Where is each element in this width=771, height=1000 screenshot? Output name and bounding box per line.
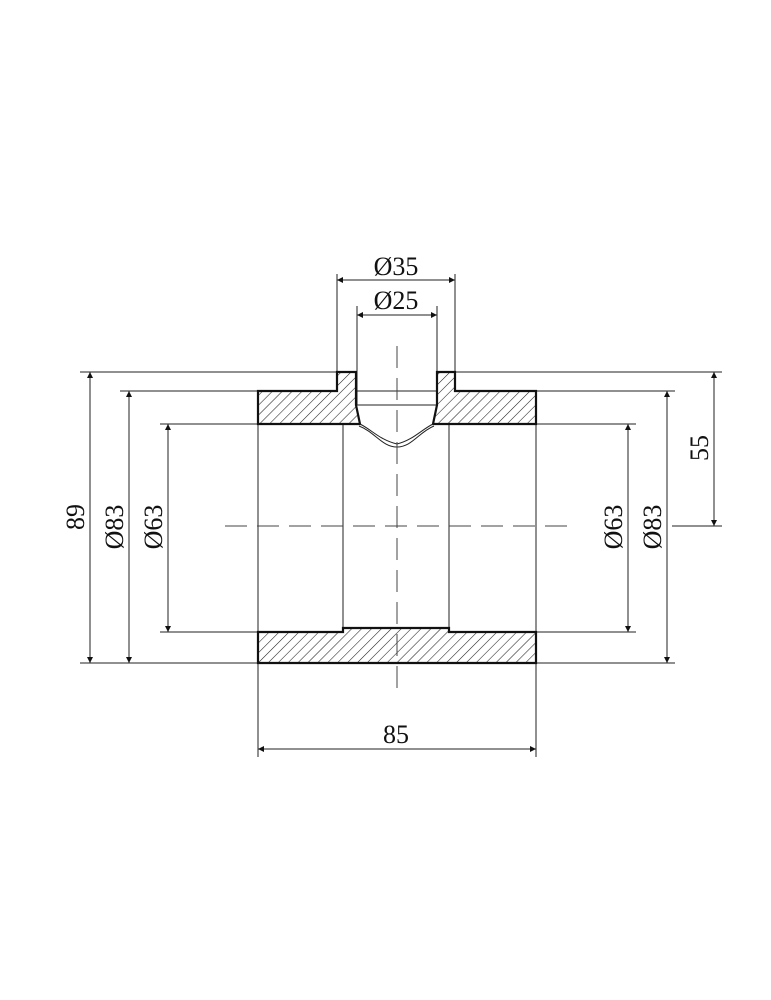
dim-overall-length: 85 xyxy=(383,720,409,749)
center-lines xyxy=(225,346,570,690)
dim-right-outer-diameter: Ø83 xyxy=(638,505,667,550)
right-top-wall xyxy=(431,370,538,426)
dim-left-inner-diameter: Ø63 xyxy=(139,505,168,550)
dim-overall-height: 89 xyxy=(61,504,90,530)
left-top-wall xyxy=(256,370,362,426)
dim-branch-height: 55 xyxy=(685,435,714,461)
dim-branch-outer-diameter: Ø35 xyxy=(374,252,419,281)
dimension-lines xyxy=(87,277,717,752)
dim-right-inner-diameter: Ø63 xyxy=(599,505,628,550)
dim-branch-inner-diameter: Ø25 xyxy=(374,286,419,315)
dim-left-outer-diameter: Ø83 xyxy=(100,505,129,550)
